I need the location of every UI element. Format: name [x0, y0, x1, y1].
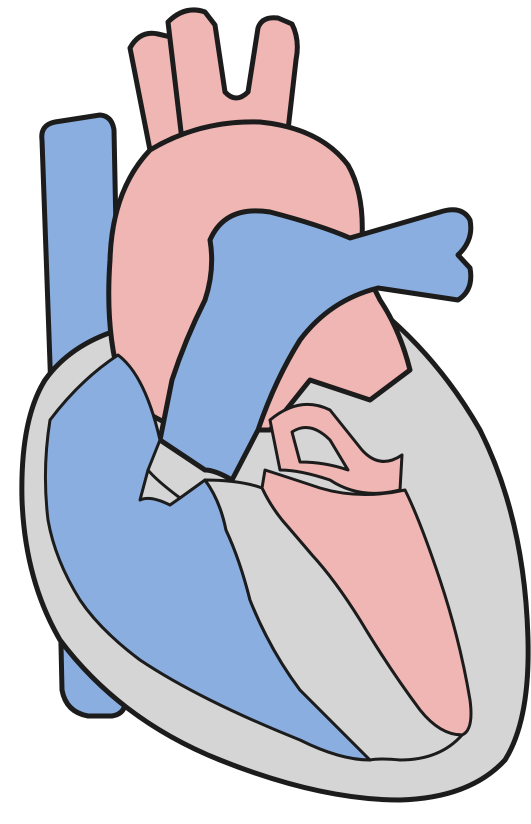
heart-diagram [0, 0, 531, 824]
